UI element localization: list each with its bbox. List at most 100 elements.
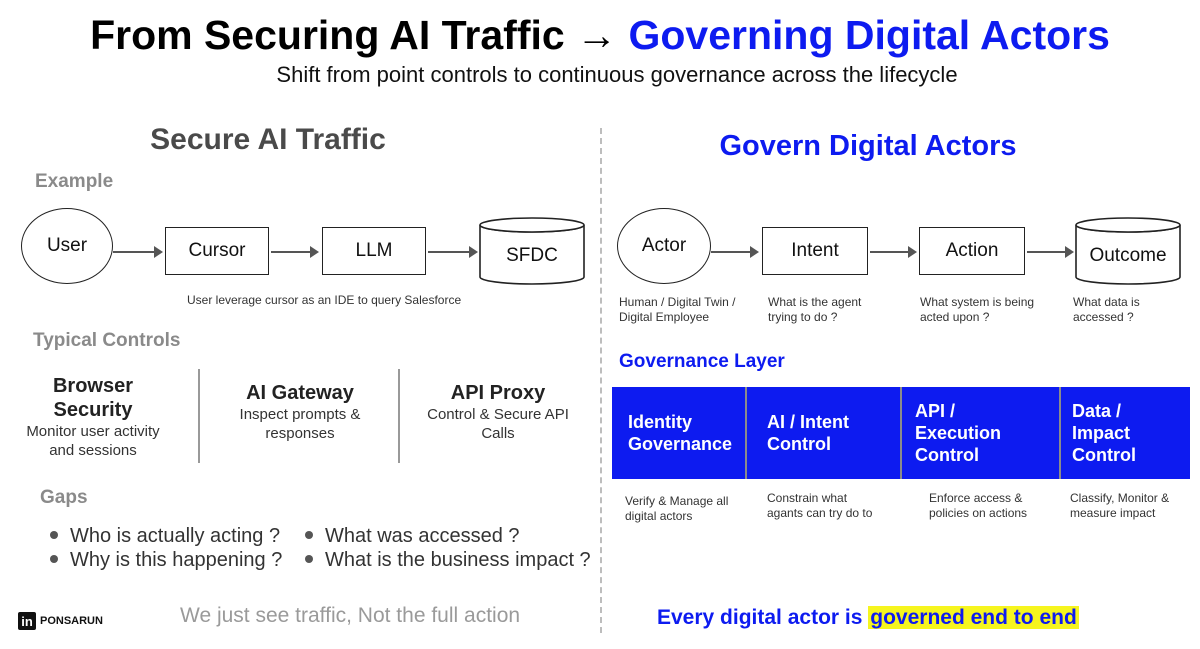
page-subtitle: Shift from point controls to continuous … <box>276 62 958 87</box>
gap-item: Who is actually acting ? <box>50 524 280 548</box>
control-separator <box>198 369 200 463</box>
governance-title: API / <box>915 401 956 421</box>
control-description: Inspect prompts & <box>239 406 361 423</box>
description-line: measure impact <box>1070 506 1156 520</box>
control-title: Security <box>53 399 133 421</box>
gap-item: What was accessed ? <box>305 524 520 548</box>
caption-line: trying to do ? <box>768 310 838 324</box>
flow-node-label: Action <box>945 240 999 261</box>
caption-line: Digital Employee <box>619 310 710 324</box>
flow-node-label: Intent <box>791 240 839 261</box>
flow-arrow <box>1027 246 1074 258</box>
description-line: Constrain what <box>767 491 848 505</box>
control-description: Monitor user activity <box>26 423 160 440</box>
flow-arrow <box>711 246 759 258</box>
description-line: agants can try do to <box>767 506 873 520</box>
caption-line: acted upon ? <box>920 310 990 324</box>
description-line: digital actors <box>625 509 693 523</box>
caption-line: What is the agent <box>768 295 862 309</box>
governance-title: Governance <box>628 434 733 454</box>
governance-title: Control <box>767 434 831 454</box>
description-line: policies on actions <box>929 506 1028 520</box>
flow-node-user: User <box>21 208 113 284</box>
control-separator <box>398 369 400 463</box>
bullet-icon <box>305 531 313 539</box>
flow-node-label: SFDC <box>506 245 558 266</box>
typical-controls-label: Typical Controls <box>33 330 181 351</box>
control-browser-security: Browser Security Monitor user activity a… <box>18 374 168 460</box>
right-footer: Every digital actor is governed end to e… <box>657 606 1079 630</box>
control-title: API Proxy <box>450 382 546 404</box>
flow-node-outcome: Outcome <box>1075 217 1181 285</box>
governance-title: AI / Intent <box>767 412 849 432</box>
linkedin-icon: in <box>18 612 36 630</box>
control-title: Browser <box>52 375 134 397</box>
flow-caption: User leverage cursor as an IDE to query … <box>187 293 462 307</box>
flow-arrow <box>428 246 478 258</box>
left-footer: We just see traffic, Not the full action <box>180 604 521 627</box>
governance-layer-label: Governance Layer <box>619 351 785 372</box>
flow-caption: Human / Digital Twin /Digital Employee <box>619 295 736 325</box>
title-part-1: From Securing AI Traffic → <box>90 12 618 58</box>
control-description: Control & Secure API <box>427 406 569 423</box>
page-title: From Securing AI Traffic → Governing Dig… <box>0 12 1200 59</box>
flow-arrow <box>870 246 917 258</box>
database-cylinder-icon <box>1075 217 1181 285</box>
brand: in PONSARUN <box>18 612 103 630</box>
gap-item: What is the business impact ? <box>305 548 591 572</box>
governance-title: Execution <box>915 423 1002 443</box>
caption-line: Human / Digital Twin / <box>619 295 736 309</box>
flow-node-label: Outcome <box>1089 245 1167 266</box>
section-divider <box>600 128 602 633</box>
control-description: responses <box>265 425 335 442</box>
bullet-icon <box>50 531 58 539</box>
flow-arrow <box>113 246 163 258</box>
bullet-icon <box>50 555 58 563</box>
control-ai-gateway: AI Gateway Inspect prompts & responses <box>210 381 390 443</box>
right-heading: Govern Digital Actors <box>719 130 1017 162</box>
control-api-proxy: API Proxy Control & Secure API Calls <box>412 381 584 443</box>
caption-line: What system is being <box>920 295 1035 309</box>
flow-node-action: Action <box>919 227 1025 275</box>
governance-title: Control <box>915 445 979 465</box>
control-description: Calls <box>481 425 515 442</box>
control-description: and sessions <box>49 442 137 459</box>
control-title: AI Gateway <box>246 382 354 404</box>
flow-node-llm: LLM <box>322 227 426 275</box>
footer-highlight: governed end to end <box>868 606 1079 629</box>
description-line: Verify & Manage all <box>625 494 729 508</box>
gap-text: Who is actually acting ? <box>70 525 281 547</box>
gaps-label: Gaps <box>40 487 88 508</box>
gap-item: Why is this happening ? <box>50 548 282 572</box>
flow-node-label: LLM <box>355 240 393 261</box>
flow-node-intent: Intent <box>762 227 868 275</box>
gap-text: Why is this happening ? <box>70 549 283 571</box>
governance-description: Classify, Monitor &measure impact <box>1070 491 1169 521</box>
flow-node-label: Actor <box>641 235 687 256</box>
gap-text: What was accessed ? <box>325 525 520 547</box>
database-cylinder-icon <box>479 217 585 285</box>
governance-description: Enforce access &policies on actions <box>929 491 1027 521</box>
caption-line: What data is <box>1073 295 1140 309</box>
gap-text: What is the business impact ? <box>325 549 591 571</box>
title-part-2: Governing Digital Actors <box>628 12 1110 58</box>
flow-node-label: Cursor <box>188 240 246 261</box>
governance-separator <box>745 387 747 479</box>
governance-separator <box>1059 387 1061 479</box>
governance-separator <box>900 387 902 479</box>
caption-line: accessed ? <box>1073 310 1134 324</box>
footer-prefix: Every digital actor is <box>657 606 863 629</box>
governance-title: Identity <box>628 412 693 432</box>
bullet-icon <box>305 555 313 563</box>
description-line: Enforce access & <box>929 491 1023 505</box>
governance-title: Impact <box>1072 423 1131 443</box>
left-heading: Secure AI Traffic <box>150 123 386 156</box>
flow-node-sfdc: SFDC <box>479 217 585 285</box>
flow-node-label: User <box>46 235 88 256</box>
